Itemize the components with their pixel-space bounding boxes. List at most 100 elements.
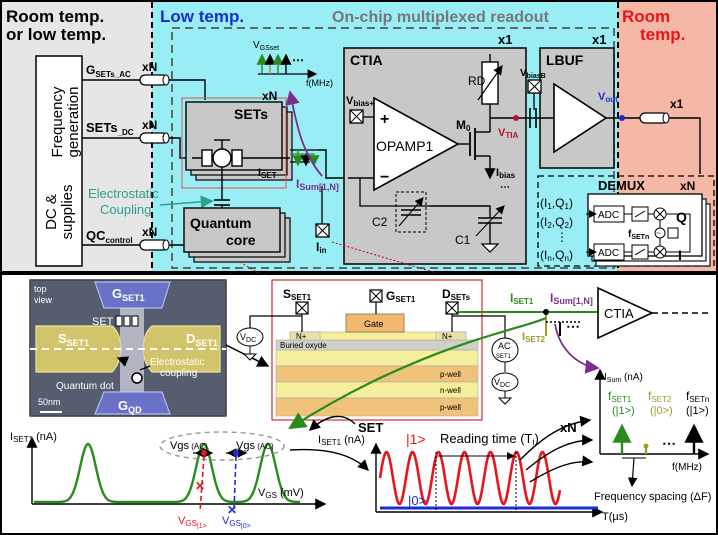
adc-bottom-label: ADC [598,248,619,259]
sets-dc-label: SETs_DC [86,120,134,137]
ctia-title: CTIA [350,52,383,68]
svg-text:generation: generation [65,87,82,158]
sem-sset1: SSET1 [58,331,89,348]
opamp-minus: − [380,169,389,186]
cross-set-arrow [308,415,356,431]
iin-label: Iin [316,240,327,255]
plot2 [370,442,604,518]
demux-pair-n: (In,Qn) [540,248,573,263]
room-temp-title-1: Room [622,7,670,26]
plot2-state0: |0> [408,493,426,508]
plot1-markers: ✕ ✕ [193,448,248,517]
sem-set-symbol [115,315,139,327]
plot3-f1-state: (|1>) [612,405,635,417]
cross-sset1-terminal [295,301,309,332]
supplies-label-upper: Frequency generation [49,86,82,157]
plot1-ylabel: ISET1 (nA) [10,431,57,444]
quantum-core-label-1: Quantum [190,215,251,231]
isum-label: ISum[1,N] [296,177,339,192]
sem-qdot-label: Quantum dot [56,381,114,392]
supplies-label-lower: DC & supplies [43,184,76,239]
demux-title: DEMUX [598,178,645,193]
rd-label: RD [468,74,486,88]
plot3-xlabel: f(MHz) [672,462,702,473]
demux-adc-top [593,205,667,223]
plot3-spacing-pointer [627,457,638,488]
vbias-plus-source [349,109,374,124]
bus-iset2: ISET2 [522,331,546,344]
cross-nplus-left: N+ [296,332,307,341]
plot1-xlabel: VGS (mV) [258,487,304,500]
lbuf-title: LBUF [546,52,584,68]
vtia-node [513,115,519,121]
cross-set-label: SET [358,420,383,435]
m0-transistor [458,118,496,180]
coupling-label-1: Electrostatic [88,186,159,201]
cross-ac-label: AC [498,341,511,351]
svg-text:⋯: ⋯ [566,318,580,334]
plot2-ylabel: ISET1 (nA) [318,434,365,447]
cross-dsets: DSETs [442,287,471,302]
demux-ellipsis: ⋮ [556,230,568,244]
readout-title: On-chip multiplexed readout [332,9,550,26]
sem-gset1: GSET1 [112,286,145,303]
plot1-vgs-ac-left: Vgs (AC) [170,440,208,452]
plot1-curve [34,442,300,504]
xn-ac: xN [142,60,157,74]
plot1-vgs-ac-right: Vgs (AC) [236,440,274,452]
cross-sset1: SSET1 [283,287,312,302]
sem-top-view-1: top [34,284,47,294]
svg-text:supplies: supplies [59,184,76,239]
vbias-plus-label: Vbias+ [346,95,374,108]
cross-ac-sub: SET1 [496,354,512,360]
plot1 [26,431,327,510]
iset-label: ISET [258,167,277,180]
bus-connector-ac [139,74,170,86]
qc-label: QCcontrol [86,228,133,245]
room-temp-title-2: temp. [640,25,685,44]
xn-dc: xN [142,118,157,132]
svg-text:✕: ✕ [195,479,205,493]
low-temp-title: Low temp. [160,7,244,26]
opamp-plus: + [380,111,389,128]
lbuf-x1: x1 [592,32,606,47]
quantum-core-block [183,207,291,263]
plot2-xn-arrows [519,415,594,483]
c2-label: C2 [372,215,388,229]
plot2-state1-wave [378,450,562,506]
vgs-label: VGSset [253,40,279,52]
bus-isum: ISum[1,N] [550,291,593,306]
cross-pwell-2: p-well [440,403,461,412]
room-low-title-1: Room temp. [6,7,104,26]
demux-i: I [678,247,682,263]
sets-highlight [181,97,287,189]
plot2-reading: Reading time (Ti) [440,431,539,447]
plot3-f2-state: (|0>) [650,405,673,417]
demux-oscillator: ~ [654,213,691,253]
cross-buried: Buried oxyde [280,341,327,350]
c1-label: C1 [455,233,471,247]
vgs-comb: ⋯ [256,53,318,79]
room-low-title-2: or low temp. [6,25,106,44]
cross-vdc-left-label: VDC [240,332,256,344]
ibias-label: Ibias [496,167,516,180]
demux-pair-2: (I2,Q2) [540,215,573,230]
plot3-f1: fSET1 [608,389,632,404]
c2-capacitor [395,191,427,233]
vout-bus [639,112,701,174]
cross-pwell-1: p-well [440,370,461,379]
g-ac-label: GSETs_AC [86,63,131,79]
coupling-label-2: Coupling [100,202,151,217]
sem-set-label: SET [92,316,114,328]
svg-text:Frequency: Frequency [49,86,66,157]
iin-source [315,186,330,238]
plot3: ⋯ [594,368,710,488]
vbiasb-label: VbiasB [520,68,546,80]
cross-section-layers [275,313,479,417]
isum-wire [318,149,348,179]
plot3-fn-state: (|1>) [686,405,709,417]
sem-scale-label: 50nm [38,397,61,407]
vout-label: Vout [598,91,618,104]
plot1-to-plot2-arrow [289,448,369,471]
